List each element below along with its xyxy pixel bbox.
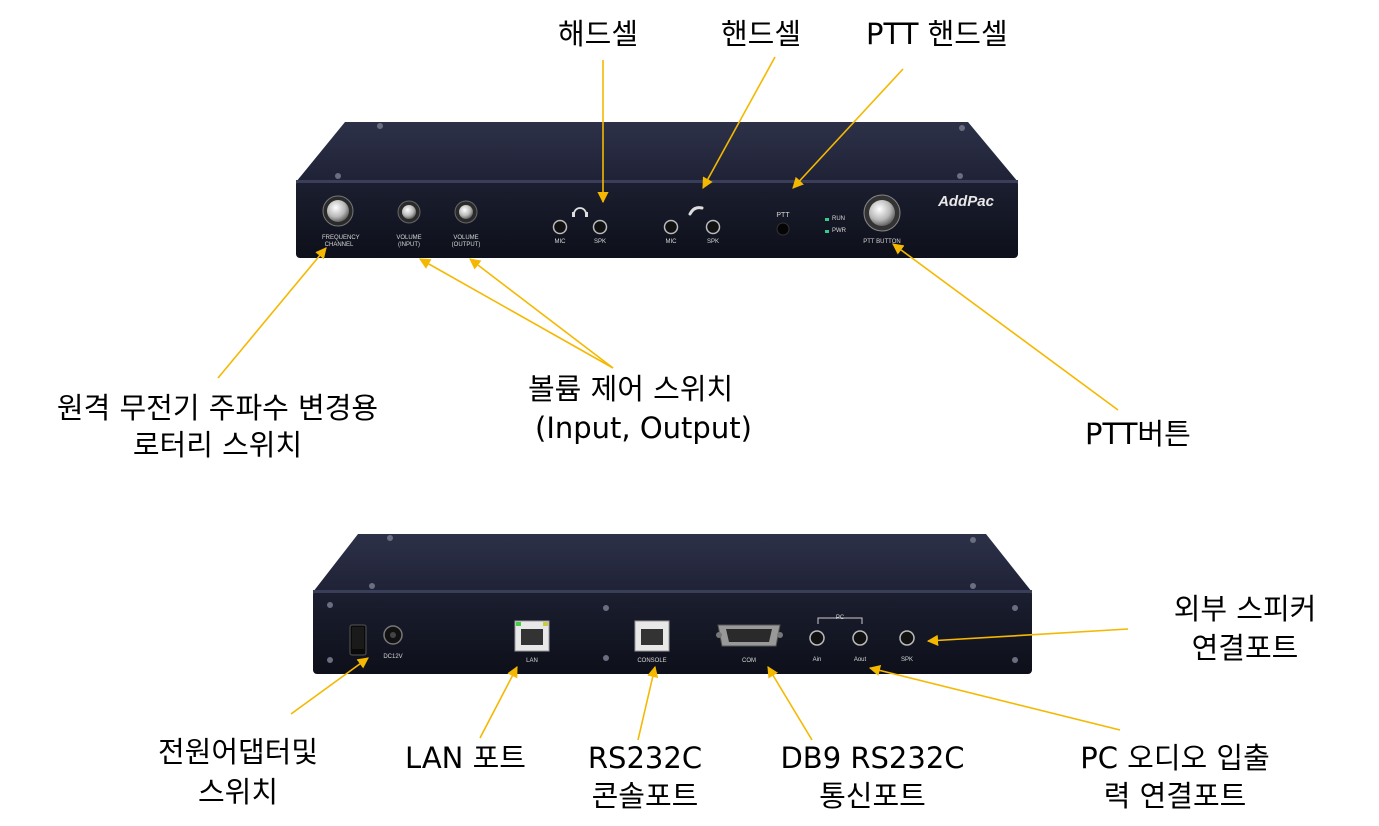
dc-label: DC12V (383, 654, 403, 660)
mic2-label: MIC (665, 239, 677, 245)
callout-arrows (217, 56, 1129, 741)
label-volume-1: 볼륨 제어 스위치 (528, 372, 734, 406)
volume-input-label: VOLUME (INPUT) (396, 235, 422, 248)
label-lan: LAN 포트 (405, 741, 526, 775)
label-handset: 핸드셀 (721, 17, 802, 51)
pwr-label: PWR (832, 228, 846, 234)
label-com-1: DB9 RS232C (780, 741, 965, 775)
back-device-top (313, 534, 1032, 592)
spk2-label: SPK (706, 239, 719, 245)
volume-output-label: VOLUME (OUTPUT) (451, 235, 481, 248)
label-console-1: RS232C (587, 741, 703, 775)
label-rotary-1: 원격 무전기 주파수 변경용 (56, 391, 379, 425)
ain-jack (809, 630, 825, 646)
console-port-label: CONSOLE (637, 658, 667, 664)
front-device-face (296, 180, 1018, 258)
label-ptt-button: PTT버튼 (1085, 417, 1191, 451)
brand-logo: AddPac (938, 193, 994, 210)
label-console-2: 콘솔포트 (591, 779, 699, 813)
label-ptt-handset: PTT 핸드셀 (866, 17, 1008, 51)
run-label: RUN (832, 216, 845, 222)
label-rotary-2: 로터리 스위치 (132, 428, 303, 462)
aout-label: Aout (853, 657, 867, 663)
frequency-label: FREQUENCY CHANNEL (322, 235, 360, 248)
mic1-label: MIC (554, 239, 566, 245)
label-pc-audio-2: 력 연결포트 (1103, 779, 1247, 813)
spk-jack (899, 630, 915, 646)
label-power-2: 스위치 (197, 775, 279, 809)
label-pc-audio-1: PC 오디오 입출 (1080, 741, 1270, 775)
label-volume-2: (Input, Output) (535, 411, 752, 445)
ptt-button-label: PTT BUTTON (863, 239, 901, 245)
back-device (313, 534, 1032, 674)
ptt-jack-label: PTT (776, 212, 790, 219)
label-power-1: 전원어댑터및 (157, 735, 319, 769)
label-speaker-2: 연결포트 (1191, 631, 1299, 665)
label-speaker-1: 외부 스피커 (1173, 592, 1317, 626)
pc-label: PC (835, 615, 845, 621)
com-port-label: COM (742, 658, 756, 664)
aout-jack (852, 630, 868, 646)
label-com-2: 통신포트 (819, 779, 926, 813)
spk1-label: SPK (593, 239, 606, 245)
front-device-top (296, 122, 1018, 182)
lan-port-label: LAN (526, 658, 538, 664)
label-headset: 해드셀 (558, 17, 639, 51)
back-device-face (313, 590, 1032, 674)
pwr-led (825, 230, 829, 233)
volume-input-knob (402, 205, 416, 219)
volume-output-knob (459, 205, 473, 219)
run-led (825, 218, 829, 221)
spk-port-label: SPK (900, 657, 913, 663)
ain-label: Ain (812, 657, 822, 663)
phone-icon (688, 206, 704, 216)
front-device (296, 122, 1018, 258)
